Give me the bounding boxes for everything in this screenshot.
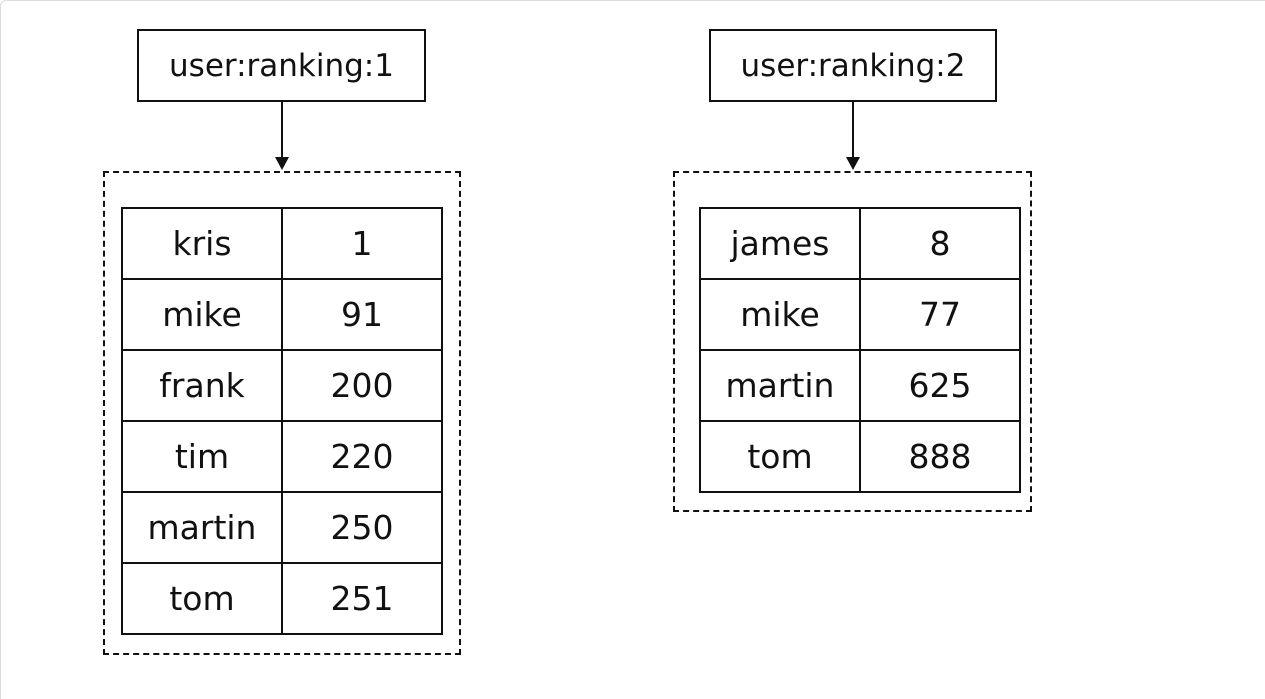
table-row: tom 888: [699, 420, 1021, 493]
score-cell: 625: [859, 349, 1021, 422]
member-cell: james: [699, 207, 861, 280]
table-row: kris 1: [121, 207, 443, 280]
table-row: martin 625: [699, 349, 1021, 422]
score-cell: 1: [281, 207, 443, 280]
member-cell: martin: [699, 349, 861, 422]
key-label: user:ranking:1: [169, 47, 394, 84]
score-cell: 251: [281, 562, 443, 635]
score-cell: 888: [859, 420, 1021, 493]
member-cell: mike: [121, 278, 283, 351]
score-cell: 220: [281, 420, 443, 493]
score-cell: 8: [859, 207, 1021, 280]
member-cell: mike: [699, 278, 861, 351]
arrow-key1-to-set1: [275, 102, 289, 170]
sorted-set-table-1: kris 1 mike 91 frank 200 tim 220 martin …: [121, 207, 443, 635]
table-row: martin 250: [121, 491, 443, 564]
member-cell: kris: [121, 207, 283, 280]
score-cell: 91: [281, 278, 443, 351]
table-row: tom 251: [121, 562, 443, 635]
table-row: frank 200: [121, 349, 443, 422]
sorted-set-container-2: [673, 171, 1032, 512]
table-row: tim 220: [121, 420, 443, 493]
member-cell: tim: [121, 420, 283, 493]
score-cell: 250: [281, 491, 443, 564]
key-box-user-ranking-2: user:ranking:2: [709, 29, 997, 102]
member-cell: tom: [121, 562, 283, 635]
member-cell: martin: [121, 491, 283, 564]
sorted-set-container-1: [103, 171, 461, 655]
member-cell: frank: [121, 349, 283, 422]
score-cell: 200: [281, 349, 443, 422]
key-box-user-ranking-1: user:ranking:1: [137, 29, 426, 102]
table-row: mike 91: [121, 278, 443, 351]
score-cell: 77: [859, 278, 1021, 351]
table-row: james 8: [699, 207, 1021, 280]
arrow-key2-to-set2: [846, 102, 860, 170]
member-cell: tom: [699, 420, 861, 493]
table-row: mike 77: [699, 278, 1021, 351]
sorted-set-table-2: james 8 mike 77 martin 625 tom 888: [699, 207, 1021, 493]
key-label: user:ranking:2: [740, 47, 966, 84]
